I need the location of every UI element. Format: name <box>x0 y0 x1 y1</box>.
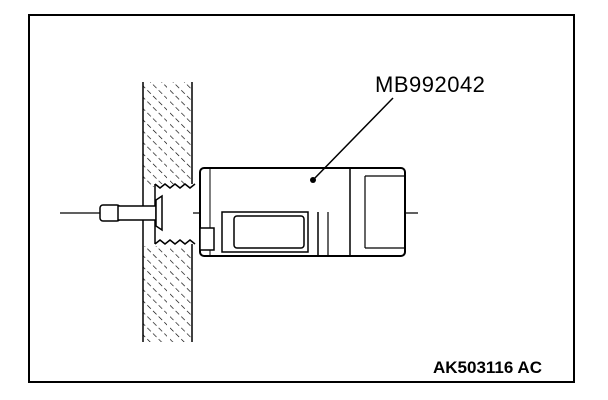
part-number-label: MB992042 <box>375 72 486 97</box>
figure-id: AK503116 AC <box>433 358 542 377</box>
callout-dot <box>310 177 316 183</box>
callout-leader <box>312 97 394 181</box>
tool-body <box>199 167 406 257</box>
wall-right-hatch <box>170 82 193 342</box>
threaded-section <box>154 183 196 245</box>
pin <box>99 194 163 232</box>
wall-left-hatch <box>142 82 167 342</box>
